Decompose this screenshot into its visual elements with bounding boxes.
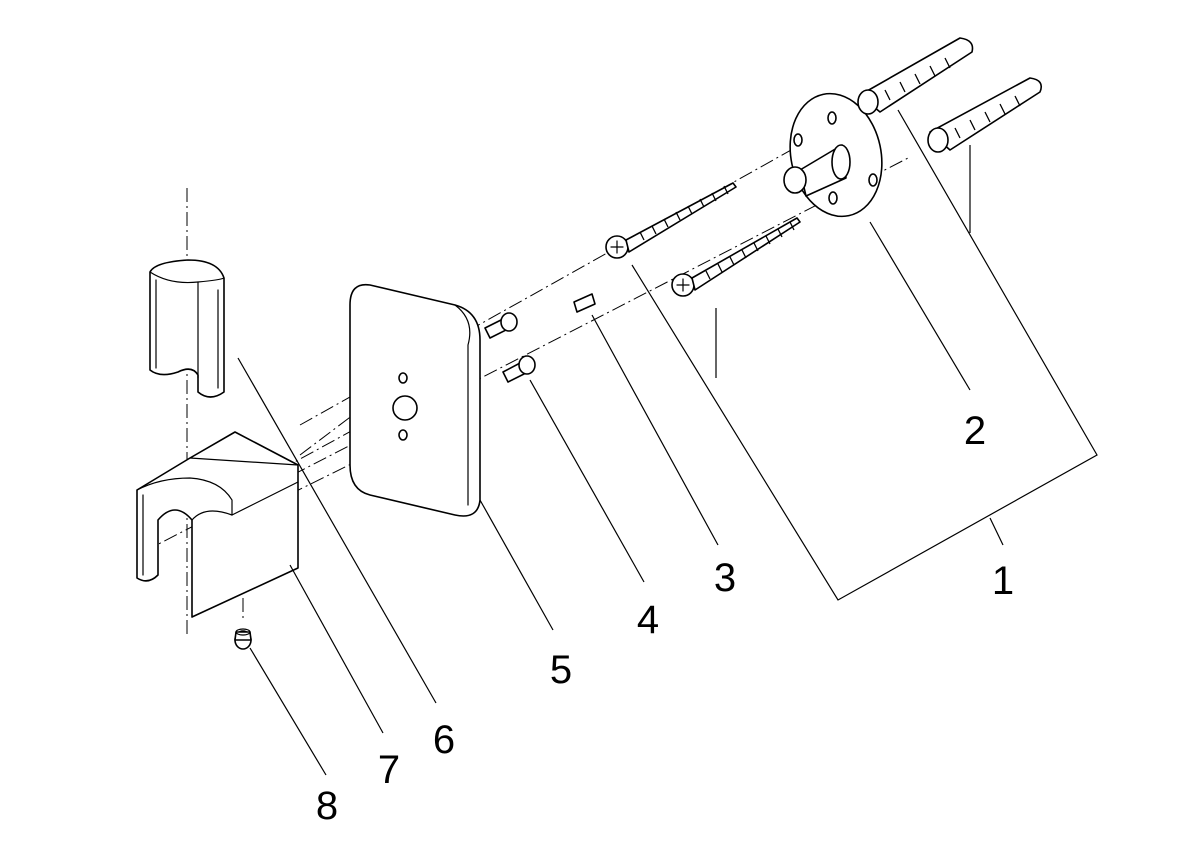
- callout-3: 3: [714, 556, 736, 600]
- callout-4: 4: [637, 598, 659, 642]
- callout-labels: 1 2 3 4 5 6 7 8: [316, 409, 1014, 828]
- long-screws: [605, 182, 801, 297]
- plug-part-8: [234, 628, 252, 650]
- callout-8: 8: [316, 784, 338, 828]
- callout-2: 2: [964, 409, 986, 453]
- pin-part-3: [573, 293, 596, 313]
- wall-plugs: [857, 37, 1043, 153]
- callout-7: 7: [378, 748, 400, 792]
- cover-plate-part-5: [349, 283, 481, 517]
- wall-flange-part-2: [783, 92, 883, 218]
- screws-part-4: [484, 312, 536, 383]
- callout-1: 1: [992, 559, 1014, 603]
- callout-6: 6: [433, 718, 455, 762]
- leader-lines: [237, 109, 1098, 776]
- sleeve-part-6: [149, 259, 225, 398]
- holder-part-7: [136, 431, 299, 618]
- callout-5: 5: [550, 648, 572, 692]
